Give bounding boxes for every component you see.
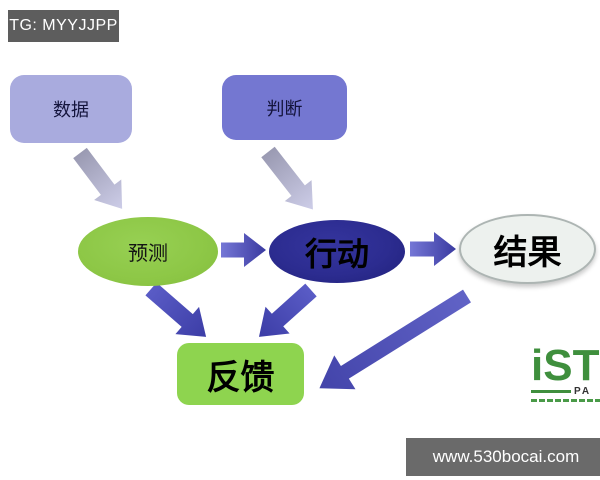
edge-action-to-feedback	[258, 283, 317, 337]
node-feedback-label: 反馈	[206, 358, 275, 397]
edge-data-to-prediction: svg[data-name="edge-data-to-prediction"]…	[73, 147, 123, 209]
website-url-text: www.530bocai.com	[432, 447, 580, 466]
iste-logo-underline-row: PA	[531, 386, 600, 397]
node-result-label: 结果	[493, 233, 562, 272]
node-action: 行动	[269, 220, 405, 283]
edge-judgment-to-action	[261, 146, 313, 210]
iste-logo-letters: iST	[531, 341, 600, 390]
node-data-label: 数据	[53, 100, 89, 120]
node-prediction: 预测	[78, 217, 218, 286]
iste-logo-pa-text: PA	[574, 386, 592, 397]
edge-prediction-to-action	[221, 233, 266, 267]
badge-text: TG: MYYJJPP	[9, 17, 118, 34]
telegram-watermark-badge: TG: MYYJJPP	[8, 10, 119, 42]
website-watermark-bar: www.530bocai.com	[406, 438, 600, 476]
iste-logo: iST PA	[531, 341, 600, 413]
edge-result-to-feedback	[319, 289, 471, 390]
iste-logo-ist-text: iST	[531, 341, 600, 390]
node-feedback: 反馈	[177, 343, 304, 405]
edge-action-to-result	[410, 232, 456, 266]
iste-logo-microtext	[531, 399, 600, 402]
node-judgment: 判断	[222, 75, 347, 140]
node-action-label: 行动	[304, 235, 369, 272]
iste-logo-underline	[531, 390, 571, 393]
node-result: 结果	[459, 214, 596, 284]
node-data: 数据	[10, 75, 132, 143]
node-judgment-label: 判断	[266, 98, 303, 119]
edge-prediction-to-feedback	[145, 282, 207, 337]
node-prediction-label: 预测	[128, 243, 168, 265]
